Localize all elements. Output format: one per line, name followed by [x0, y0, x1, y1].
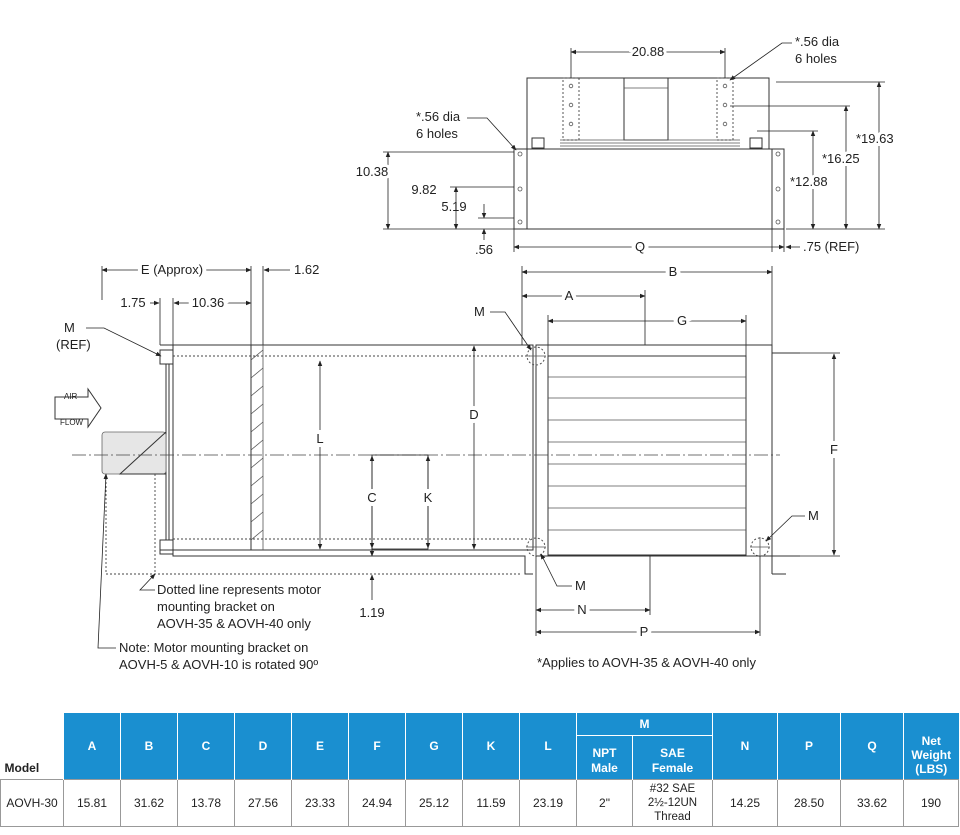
label-g: G: [677, 313, 687, 328]
cell-l: 23.19: [519, 779, 577, 827]
cell-sae-2: 2½-12UN: [647, 797, 698, 809]
weight-line-1: Net: [921, 734, 941, 748]
applies-note: *Applies to AOVH-35 & AOVH-40 only: [537, 655, 756, 670]
sae-line-1: SAE: [660, 746, 685, 760]
cell-c: 13.78: [177, 779, 235, 827]
label-m-right: M: [808, 508, 819, 523]
header-f: F: [348, 713, 406, 780]
dim-1-75: 1.75: [120, 295, 145, 310]
dim-0-56: .56: [475, 242, 493, 257]
model-header: Model: [0, 713, 64, 780]
cell-sae-3: Thread: [654, 811, 691, 823]
flow-label: FLOW: [60, 418, 84, 427]
m-ref-sublabel: (REF): [56, 337, 91, 352]
cell-npt: 2": [576, 779, 633, 827]
spec-table: Model A B C D E F G K L M N P Q Net Weig…: [0, 713, 959, 827]
dim-10-38: 10.38: [356, 164, 389, 179]
label-n: N: [577, 602, 586, 617]
header-b: B: [120, 713, 178, 780]
dim-10-36: 10.36: [192, 295, 225, 310]
cell-g: 25.12: [405, 779, 463, 827]
header-a: A: [63, 713, 121, 780]
air-label: AIR: [64, 392, 78, 401]
cell-n: 14.25: [712, 779, 778, 827]
cell-model: AOVH-30: [0, 779, 64, 827]
cell-weight: 190: [903, 779, 959, 827]
label-p: P: [640, 624, 649, 639]
table-row: AOVH-30 15.81 31.62 13.78 27.56 23.33 24…: [0, 779, 959, 827]
dim-9-82: 9.82: [411, 182, 436, 197]
dim-1-19: 1.19: [359, 605, 384, 620]
npt-line-1: NPT: [592, 746, 617, 760]
npt-line-2: Male: [591, 761, 618, 775]
dimension-drawing: 20.88 *.56 dia 6 holes *.56 dia 6 holes …: [54, 34, 897, 672]
hole-note-right-2: 6 holes: [795, 51, 837, 66]
note-dotted-1: Dotted line represents motor: [157, 582, 322, 597]
header-weight: Net Weight (LBS): [903, 713, 959, 780]
note-motor-1: Note: Motor mounting bracket on: [119, 640, 308, 655]
header-c: C: [177, 713, 235, 780]
label-c: C: [367, 490, 376, 505]
top-view: 20.88 *.56 dia 6 holes *.56 dia 6 holes …: [353, 34, 897, 258]
dim-q: Q: [635, 239, 645, 254]
cell-a: 15.81: [63, 779, 121, 827]
header-m-sae: SAE Female: [632, 735, 713, 780]
header-k: K: [462, 713, 520, 780]
cell-e: 23.33: [291, 779, 349, 827]
dim-e-approx: E (Approx): [141, 262, 203, 277]
header-e: E: [291, 713, 349, 780]
front-view: B A G M: [474, 260, 842, 670]
m-ref-label: M: [64, 320, 75, 335]
cell-p: 28.50: [777, 779, 841, 827]
label-m-bottom: M: [575, 578, 586, 593]
label-a: A: [565, 288, 574, 303]
dim-16-25: *16.25: [822, 151, 860, 166]
air-flow-arrow: [54, 387, 102, 429]
header-q: Q: [840, 713, 904, 780]
header-m: M: [576, 713, 713, 736]
dim-0-75-ref: .75 (REF): [803, 239, 859, 254]
weight-line-3: (LBS): [915, 762, 948, 776]
weight-line-2: Weight: [911, 748, 952, 762]
hatch-marks: [250, 349, 264, 541]
header-p: P: [777, 713, 841, 780]
header-m-npt: NPT Male: [576, 735, 633, 780]
header-g: G: [405, 713, 463, 780]
cell-q: 33.62: [840, 779, 904, 827]
dim-19-63: *19.63: [856, 131, 894, 146]
label-k: K: [424, 490, 433, 505]
header-l: L: [519, 713, 577, 780]
sae-line-2: Female: [651, 761, 694, 775]
cell-sae-1: #32 SAE: [649, 783, 696, 795]
cell-sae: #32 SAE 2½-12UN Thread: [632, 779, 713, 827]
label-d: D: [469, 407, 478, 422]
hole-note-left-1: *.56 dia: [416, 109, 461, 124]
note-dotted-2: mounting bracket on: [157, 599, 275, 614]
label-l: L: [316, 431, 323, 446]
louver-slats: [548, 376, 746, 531]
dim-5-19: 5.19: [441, 199, 466, 214]
note-dotted-3: AOVH-35 & AOVH-40 only: [157, 616, 311, 631]
header-n: N: [712, 713, 778, 780]
note-motor-2: AOVH-5 & AOVH-10 is rotated 90º: [119, 657, 318, 672]
cell-k: 11.59: [462, 779, 520, 827]
label-f: F: [830, 442, 838, 457]
dim-20-88: 20.88: [632, 44, 665, 59]
cell-d: 27.56: [234, 779, 292, 827]
hole-note-left-2: 6 holes: [416, 126, 458, 141]
hole-note-right-1: *.56 dia: [795, 34, 840, 49]
side-view: E (Approx) 1.62 1.75 10.36 M (REF) AIR F…: [54, 258, 780, 672]
header-d: D: [234, 713, 292, 780]
cell-b: 31.62: [120, 779, 178, 827]
label-m-top: M: [474, 304, 485, 319]
cell-f: 24.94: [348, 779, 406, 827]
label-b: B: [669, 264, 678, 279]
dim-1-62: 1.62: [294, 262, 319, 277]
dim-12-88: *12.88: [790, 174, 828, 189]
